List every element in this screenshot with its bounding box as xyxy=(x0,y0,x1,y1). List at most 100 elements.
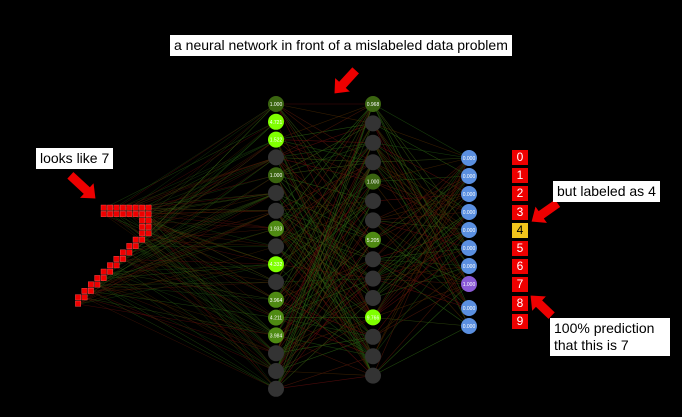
edge xyxy=(372,157,470,182)
output-node xyxy=(461,240,477,256)
input-pixel xyxy=(113,211,120,217)
edge xyxy=(372,123,470,285)
edge xyxy=(275,103,374,182)
input-pixel xyxy=(139,204,145,211)
hidden1-node xyxy=(268,363,284,379)
edge xyxy=(97,284,277,301)
edge xyxy=(275,103,374,372)
edge xyxy=(104,192,277,279)
edge xyxy=(84,297,277,390)
hidden2-node xyxy=(365,134,381,151)
input-pixel xyxy=(100,204,107,211)
edge xyxy=(104,121,277,279)
edge xyxy=(78,174,277,305)
edge xyxy=(372,103,470,249)
hidden2-node xyxy=(365,367,381,384)
edge xyxy=(116,121,277,215)
edge xyxy=(97,284,277,336)
edge xyxy=(142,192,277,215)
hidden2-node xyxy=(365,115,381,132)
edge xyxy=(142,174,277,209)
input-pixel xyxy=(75,294,82,301)
edge xyxy=(372,265,470,338)
input-pixel xyxy=(87,288,94,294)
edge xyxy=(275,246,374,338)
output-label-2: 2 xyxy=(512,186,528,202)
edge xyxy=(372,142,470,159)
edge xyxy=(275,228,374,357)
hidden2-node xyxy=(365,231,381,248)
edge xyxy=(372,157,470,299)
hidden2-node xyxy=(365,290,381,306)
output-node-value: 0.000 xyxy=(463,264,476,270)
edge xyxy=(275,317,374,357)
output-node xyxy=(461,318,477,334)
edge xyxy=(275,103,374,212)
hidden1-node-value: 1.933 xyxy=(270,227,283,233)
edge xyxy=(116,157,277,267)
edge xyxy=(97,284,277,372)
edge xyxy=(275,161,374,176)
hidden2-node xyxy=(365,212,381,229)
edge xyxy=(372,157,470,279)
arrow-labeled-icon xyxy=(530,198,562,225)
edge xyxy=(275,103,374,140)
edge xyxy=(275,142,374,372)
edge xyxy=(372,142,470,213)
input-pixel xyxy=(132,211,139,217)
input-pixel xyxy=(75,300,82,307)
edge xyxy=(275,161,374,229)
edge xyxy=(275,210,374,337)
edge xyxy=(372,123,470,177)
output-node xyxy=(461,276,477,292)
edge xyxy=(275,210,374,357)
edge xyxy=(78,210,277,305)
edge xyxy=(372,162,470,285)
hidden1-node xyxy=(268,167,284,184)
edge xyxy=(78,246,277,305)
output-node-value: 0.000 xyxy=(463,174,476,180)
input-pixel xyxy=(139,217,145,224)
edge xyxy=(275,142,374,229)
edge xyxy=(142,157,277,228)
edge xyxy=(275,228,374,299)
input-pixel xyxy=(145,211,152,217)
edge xyxy=(136,192,277,247)
edge xyxy=(78,263,277,305)
input-pixel xyxy=(119,211,126,217)
edge xyxy=(275,162,374,336)
edge xyxy=(91,291,277,372)
edge xyxy=(142,239,277,336)
edge xyxy=(275,263,374,357)
edge xyxy=(275,123,374,300)
edge xyxy=(129,214,277,265)
input-pixel xyxy=(145,230,152,237)
edge xyxy=(372,157,470,260)
edge xyxy=(275,175,374,299)
input-pixel xyxy=(132,236,139,243)
edge xyxy=(275,103,374,158)
hidden2-node xyxy=(365,348,381,365)
input-pixel xyxy=(119,256,126,262)
output-node-value: 0.000 xyxy=(463,246,476,252)
edge xyxy=(275,139,374,144)
edge xyxy=(275,162,374,318)
output-label-6: 6 xyxy=(512,259,528,275)
edge xyxy=(372,193,470,221)
edge xyxy=(91,210,277,292)
edge xyxy=(142,192,277,228)
output-label-4: 4 xyxy=(512,222,528,238)
arrow-digit-icon xyxy=(65,170,97,200)
edge xyxy=(97,281,277,286)
edge xyxy=(372,123,470,159)
edge xyxy=(275,246,374,357)
edge xyxy=(104,139,277,215)
edge xyxy=(275,297,374,354)
output-node xyxy=(461,168,477,184)
edge xyxy=(275,228,374,279)
hidden2-node-value: 1.000 xyxy=(367,180,380,186)
edge xyxy=(275,103,374,283)
arrow-prediction-icon xyxy=(529,294,557,321)
edge xyxy=(372,258,470,285)
